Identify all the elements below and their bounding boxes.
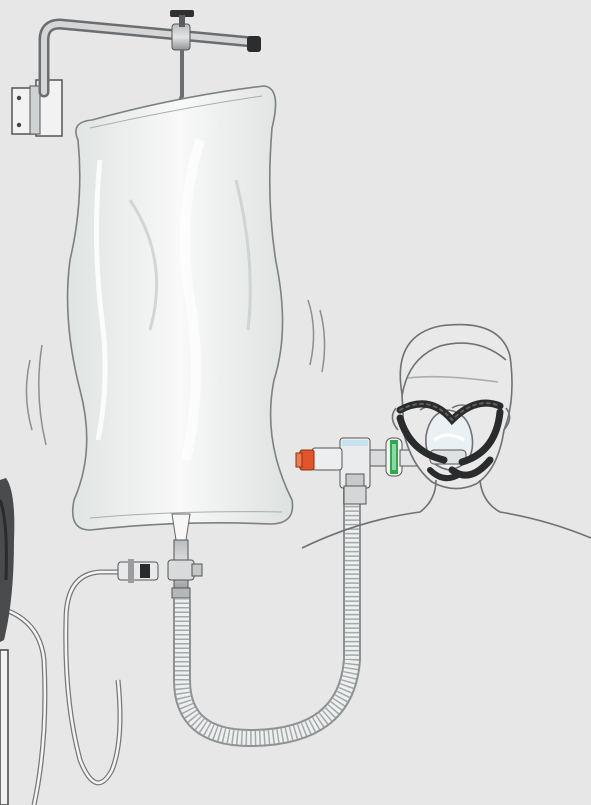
- bag-valve-icon: [168, 514, 202, 598]
- wall-bracket-icon: [12, 80, 62, 136]
- oxygen-line-icon: [0, 559, 158, 805]
- pressure-valve-icon: [296, 438, 370, 504]
- reservoir-bag-icon: [68, 86, 293, 530]
- gas-cylinder-icon: [0, 478, 14, 805]
